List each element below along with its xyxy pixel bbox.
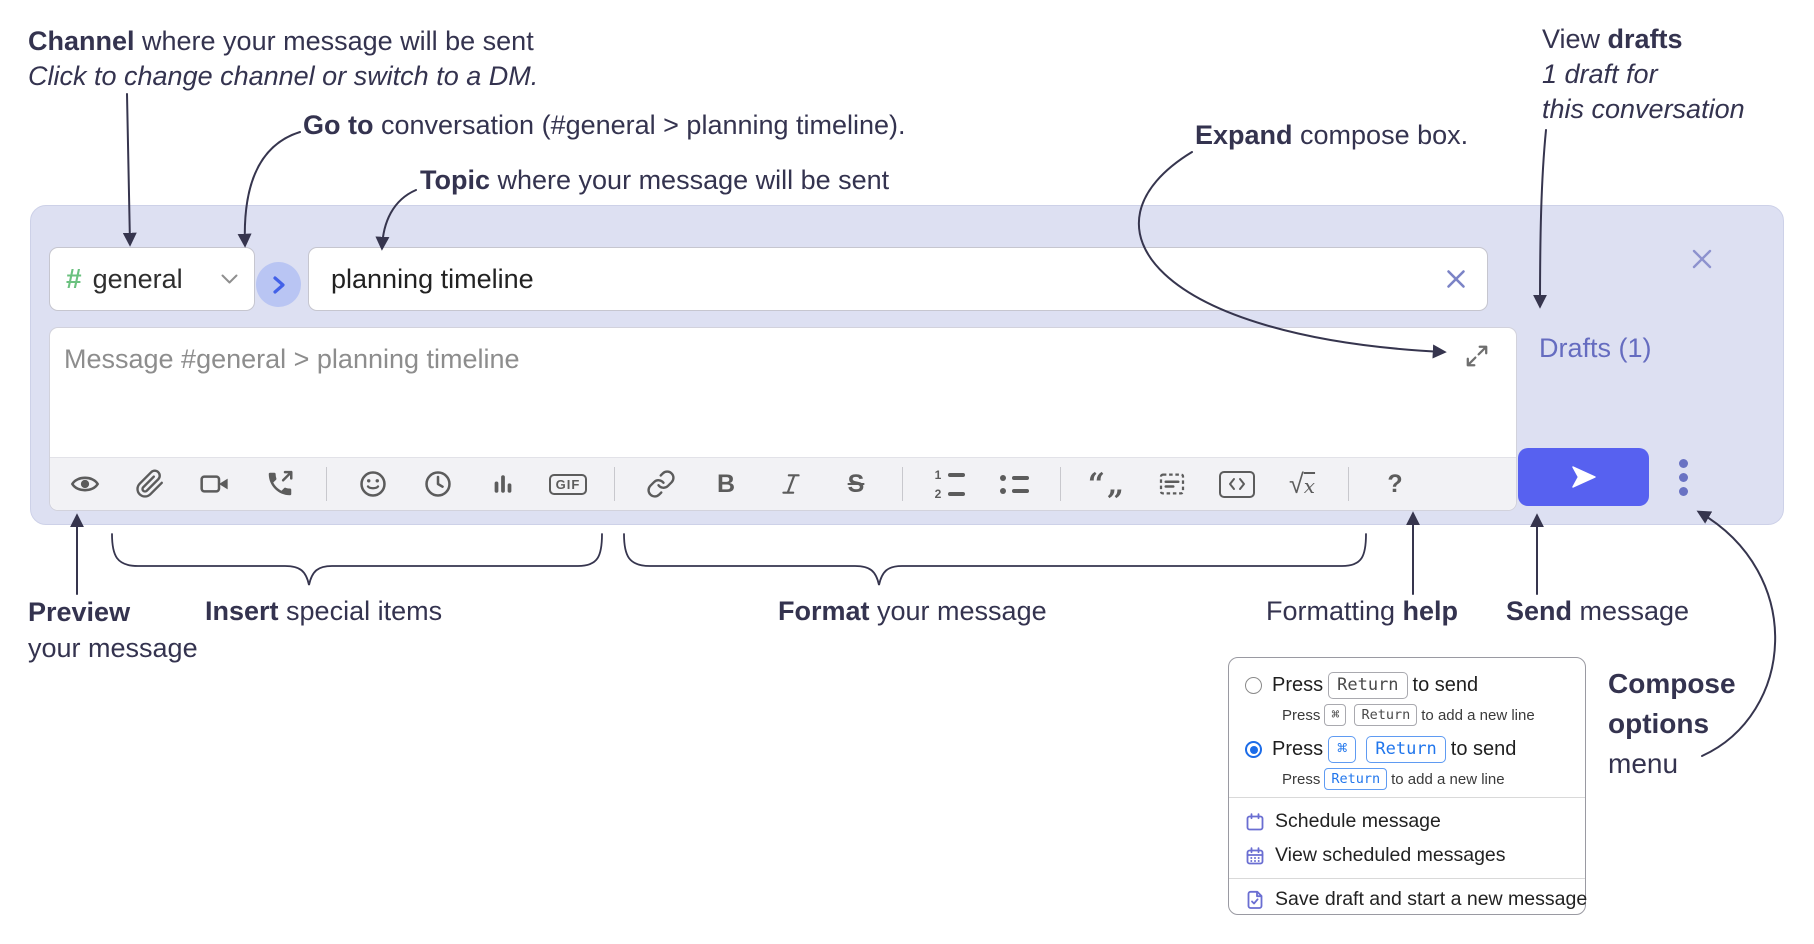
chevron-down-icon [221,274,238,283]
message-box: GIF B S 1 2 [49,327,1517,511]
channel-selector[interactable]: # general [49,247,255,311]
spoiler-icon[interactable] [1153,465,1191,503]
radio-unselected-icon[interactable] [1245,677,1262,694]
send-icon [1571,466,1596,488]
topic-annotation: Topic where your message will be sent [420,165,890,195]
attach-file-icon[interactable] [131,465,169,503]
compose-toolbar: GIF B S 1 2 [50,457,1516,510]
compose-box: # general [30,205,1784,525]
radio-selected-icon[interactable] [1245,741,1262,758]
video-call-icon[interactable] [196,465,234,503]
brace-insert [111,533,603,586]
toolbar-divider [1348,467,1349,501]
channel-name: general [92,263,183,294]
channel-hash-icon: # [66,263,82,294]
insert-annotation: Insert special items [205,596,443,626]
channel-annotation: Channel where your message will be sent … [28,26,539,91]
expand-compose-button[interactable] [1464,343,1490,369]
code-icon[interactable] [1218,465,1256,503]
return-key: Return [1324,768,1388,790]
goto-annotation: Go to conversation (#general > planning … [303,110,906,140]
calendar-grid-icon [1246,846,1264,864]
bulleted-list-icon[interactable] [995,465,1033,503]
return-key: Return [1354,704,1418,726]
send-shortcut-option-cmd-return-hint: Press Return to add a new line [1282,768,1505,790]
cmd-key: ⌘ [1328,736,1357,763]
send-shortcut-option-return-hint: Press ⌘ Return to add a new line [1282,704,1535,726]
send-button[interactable] [1518,448,1649,506]
send-shortcut-option-cmd-return[interactable]: Press ⌘ Return to send [1245,736,1516,763]
voice-call-icon[interactable] [261,465,299,503]
chevron-right-icon [272,275,285,294]
preview-annotation: Preview your message [28,597,198,663]
send-annotation: Send message [1506,596,1690,626]
menu-item-save-draft[interactable]: Save draft and start a new message [1245,888,1587,911]
compose-options-menu-button[interactable] [1669,455,1697,499]
bold-icon[interactable]: B [716,469,736,498]
cmd-key: ⌘ [1324,704,1347,726]
topic-input[interactable] [308,247,1488,311]
topic-field [308,247,1488,311]
strikethrough-icon[interactable]: S [847,469,865,498]
topic-clear-button[interactable] [1444,267,1468,291]
menu-item-schedule-message[interactable]: Schedule message [1245,810,1441,833]
global-time-icon[interactable] [419,465,457,503]
preview-icon[interactable] [66,465,104,503]
math-icon[interactable]: √x [1288,468,1316,499]
formatting-help-annotation: Formatting help [1266,596,1459,626]
return-key: Return [1366,736,1446,763]
numbered-list-icon[interactable]: 1 2 [930,465,968,503]
return-key: Return [1328,672,1408,699]
italic-icon[interactable] [772,465,810,503]
message-input[interactable] [50,328,1516,456]
x-icon [1447,270,1465,288]
menu-divider [1229,878,1585,879]
format-annotation: Format your message [778,596,1047,626]
poll-icon[interactable] [484,465,522,503]
brace-format [623,533,1367,586]
expand-annotation: Expand compose box. [1195,120,1469,150]
toolbar-divider [614,467,615,501]
menu-divider [1229,797,1585,798]
menu-item-view-scheduled-messages[interactable]: View scheduled messages [1245,844,1506,867]
toolbar-divider [902,467,903,501]
drafts-annotation: View drafts 1 draft for this conversatio… [1542,24,1745,124]
compose-close-button[interactable] [1687,244,1717,274]
message-formatting-help-icon[interactable]: ? [1387,469,1403,498]
close-icon [1692,249,1712,269]
calendar-icon [1246,812,1264,830]
toolbar-divider [326,467,327,501]
send-shortcut-option-return[interactable]: Press Return to send [1245,672,1478,699]
compose-options-annotation: Compose options menu [1608,668,1736,779]
expand-icon [1466,345,1488,367]
drafts-link[interactable]: Drafts (1) [1539,333,1652,363]
gif-icon[interactable]: GIF [548,465,588,503]
draft-document-icon [1247,890,1263,909]
go-to-conversation-button[interactable] [256,262,301,307]
compose-options-menu: Press Return to send Press ⌘ Return to a… [1228,657,1587,915]
quote-icon[interactable]: “„ [1087,466,1127,502]
emoji-icon[interactable] [354,465,392,503]
link-icon[interactable] [642,465,680,503]
toolbar-divider [1060,467,1061,501]
